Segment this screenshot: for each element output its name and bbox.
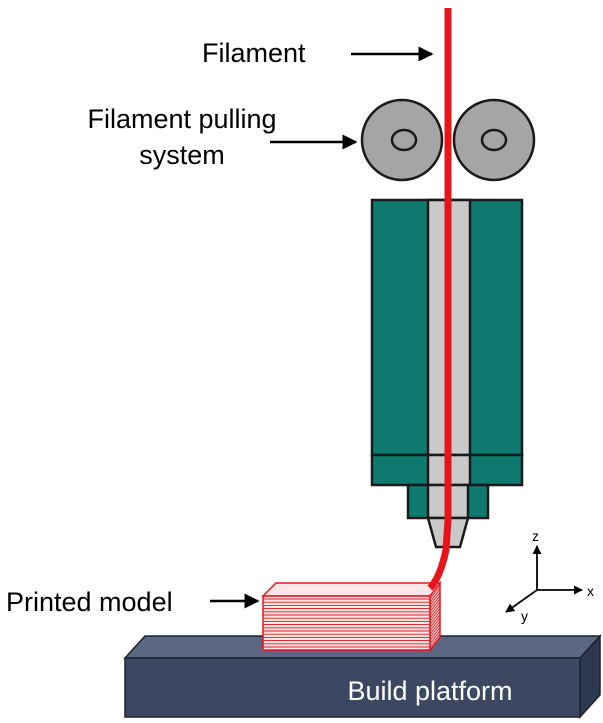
model-layer-side-line — [429, 604, 441, 619]
model-layer-side-line — [429, 608, 441, 622]
z-axis-label: z — [532, 528, 539, 544]
model-layer-side-line — [429, 595, 441, 609]
model-top-face — [261, 582, 442, 597]
y-axis-arrow — [505, 589, 538, 613]
model-layer-side-line — [429, 620, 441, 635]
model-layers — [263, 585, 441, 648]
left-roller-hub — [390, 128, 418, 152]
pulling-system-label-line1: Filament pulling — [87, 104, 276, 134]
model-layer-side-line — [429, 630, 441, 645]
model-layer-side-line — [429, 585, 441, 600]
x-axis-label: x — [587, 583, 594, 599]
model-layer-side-line — [429, 617, 441, 632]
model-layer-side-line — [429, 633, 441, 648]
printed-model-label: Printed model — [6, 587, 173, 617]
model-layer-side-line — [429, 611, 441, 625]
model-layer-side-line — [429, 624, 441, 638]
model-layer-side-line — [429, 592, 441, 606]
right-roller-hub — [480, 128, 508, 152]
coordinate-axes: z x y — [505, 528, 594, 624]
filament-pulling-system — [360, 98, 536, 182]
y-axis-label: y — [521, 608, 528, 624]
pulling-system-label-line2: system — [139, 140, 225, 170]
model-layer-side-line — [429, 588, 441, 603]
filament — [427, 8, 452, 591]
model-layer-side-line — [429, 598, 441, 613]
model-front-face — [262, 595, 431, 651]
build-platform-label: Build platform — [347, 676, 512, 706]
model-layer-side-line — [429, 614, 441, 629]
model-layer-side-line — [429, 627, 441, 641]
model-layer-side-line — [429, 601, 441, 616]
printed-model — [261, 580, 442, 653]
filament-label: Filament — [202, 38, 306, 68]
platform-front-face — [124, 657, 581, 718]
build-platform: Build platform — [123, 634, 602, 719]
